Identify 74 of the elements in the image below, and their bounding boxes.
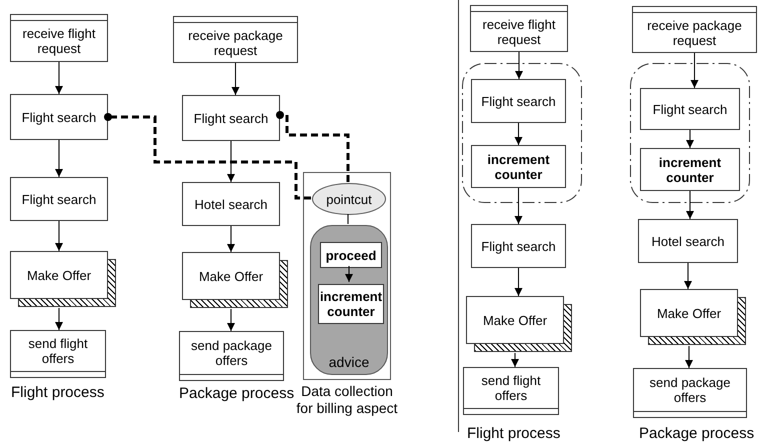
arrow [227,140,235,182]
advice-step-box [640,148,740,191]
arrow [227,308,235,332]
process-title: Flight process [11,383,104,403]
node-label: increment counter [658,154,722,184]
process-box [471,79,566,123]
node-label: Data collection for billing aspect [295,383,399,417]
node-label: increment counter [486,152,551,182]
arrow [686,190,694,220]
node-label: Hotel search [194,196,268,212]
start-task-box [10,14,108,62]
node-label: Flight search [22,110,96,124]
arrow [684,262,692,290]
node-label: send flight offers [480,373,542,403]
process-box [640,88,740,130]
arrow [515,52,523,80]
offer-box [640,289,738,337]
arrow [55,308,63,330]
dashed-group-outline [462,63,582,203]
node-label: advice [328,355,370,370]
start-task-box [470,5,568,52]
node-label: Flight search [194,110,268,126]
start-task-box [173,16,298,63]
process-box [638,219,738,263]
node-label: Flight search [481,238,556,254]
node-label: Flight search [652,102,728,116]
arrow [511,352,519,368]
process-box [182,182,280,226]
node-label: increment counter [320,289,382,319]
node-label: receive flight request [482,16,556,46]
dashed-connector [104,113,311,200]
dashed-group-outline [630,63,750,203]
arrow [685,346,693,368]
node-label: receive package request [646,18,743,48]
arrow [55,62,63,94]
node-label: Make Offer [656,306,722,320]
arrow [345,266,353,282]
process-box [471,224,566,268]
arrow [690,52,698,88]
process-title: Package process [179,384,294,404]
arrow [232,62,240,96]
node-label: Make Offer [26,268,92,282]
node-label: send package offers [648,375,732,405]
node-label: send flight offers [27,336,89,366]
arrow [514,268,522,296]
node-label: Flight search [22,192,96,206]
advice-container [310,225,388,375]
node-label: Hotel search [652,234,724,248]
start-task-box [632,6,757,53]
arrow [514,122,522,146]
node-label: receive flight request [22,26,96,56]
process-title: Package process [639,424,754,444]
process-box [10,94,108,140]
arrow [686,130,694,148]
node-label: pointcut [326,192,372,206]
arrow [514,188,522,224]
dashed-connector [276,111,350,182]
offer-box [182,252,280,300]
node-label: Make Offer [482,312,548,328]
node-label: Flight search [481,94,556,108]
process-title: Flight process [467,424,560,444]
node-label: Make Offer [198,268,264,284]
arrow [55,140,63,178]
advice-step-box [471,145,566,188]
process-box [10,177,108,221]
offer-box [466,296,564,344]
process-box [182,95,280,141]
advice-step-box [320,242,382,268]
node-label: send package offers [190,338,273,368]
node-label: receive package request [187,28,284,58]
arrow [227,226,235,252]
node-label: proceed [326,248,376,262]
offer-box [10,251,108,299]
arrow [55,220,63,252]
